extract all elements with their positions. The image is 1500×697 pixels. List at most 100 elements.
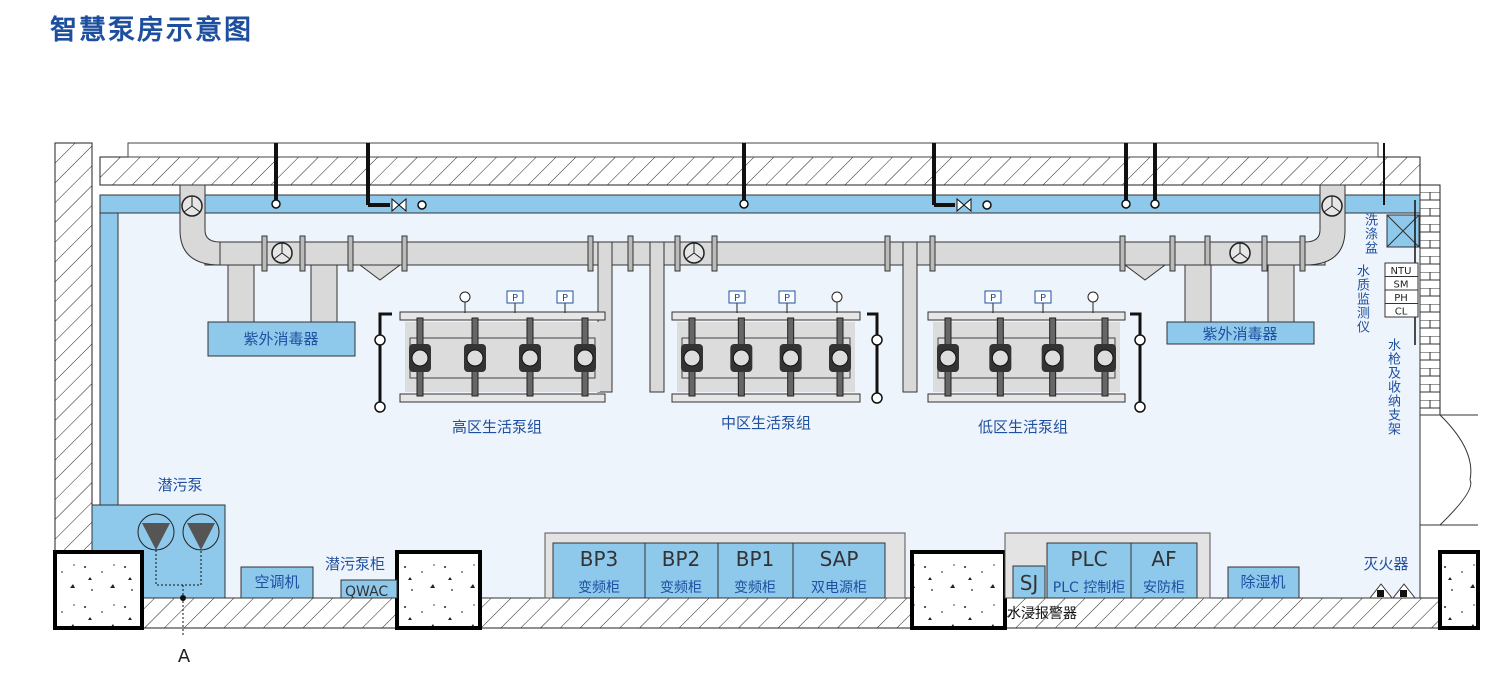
pressure-sensor-icon: P <box>506 290 524 313</box>
water-alarm-code: SJ <box>1020 571 1039 595</box>
butterfly-valve-icon[interactable] <box>1321 195 1343 217</box>
uv-disinfector-left[interactable]: 紫外消毒器 <box>207 321 356 357</box>
butterfly-valve-icon[interactable] <box>181 195 203 217</box>
sink[interactable] <box>1386 214 1420 248</box>
pump-icon[interactable] <box>989 317 1012 397</box>
pressure-sensor-icon: P <box>728 290 746 313</box>
pump-icon[interactable] <box>681 317 703 397</box>
sewage-cabinet-label: 潜污泵柜 <box>325 555 385 573</box>
cabinet-bp3[interactable]: BP3 变频柜 <box>552 542 646 599</box>
butterfly-valve-icon[interactable] <box>271 242 293 264</box>
ceiling-strip <box>127 142 1379 158</box>
flange <box>929 235 936 272</box>
svg-text:P: P <box>734 293 740 304</box>
pump-icon[interactable] <box>574 317 596 397</box>
dehumidifier-label: 除湿机 <box>1240 573 1285 591</box>
water-alarm[interactable]: SJ <box>1012 565 1046 599</box>
flange <box>1169 235 1176 272</box>
cabinet-code: AF <box>1151 547 1176 571</box>
cabinet-sap[interactable]: SAP 双电源柜 <box>792 542 886 599</box>
air-conditioner[interactable]: 空调机 <box>240 566 314 599</box>
pump-icon[interactable] <box>937 317 959 397</box>
pump-icon[interactable] <box>519 317 541 397</box>
page-title: 智慧泵房示意图 <box>50 15 253 46</box>
pressure-sensor-icon: P <box>556 290 574 313</box>
cabinet-bp2[interactable]: BP2 变频柜 <box>644 542 719 599</box>
water-quality-param: CL <box>1395 307 1408 318</box>
water-quality-monitor[interactable]: NTU SM PH CL <box>1384 262 1419 318</box>
hose-rack-label: 水枪及收纳支架 <box>1385 338 1400 436</box>
cabinet-name: PLC 控制柜 <box>1053 580 1125 596</box>
cabinet-code: PLC <box>1070 547 1107 571</box>
pump-group-high-label: 高区生活泵组 <box>452 418 542 436</box>
branch-pipes <box>227 241 1295 393</box>
extinguisher-label: 灭火器 <box>1363 555 1408 573</box>
water-quality-param: NTU <box>1391 266 1412 277</box>
cabinet-code: BP1 <box>736 547 775 571</box>
pump-icon[interactable] <box>409 317 431 397</box>
pressure-sensor-icon: P <box>1034 290 1052 313</box>
water-quality-param: SM <box>1394 280 1409 291</box>
svg-text:P: P <box>990 293 996 304</box>
flange <box>711 235 718 272</box>
pump-icon[interactable] <box>779 317 802 397</box>
svg-text:P: P <box>512 293 518 304</box>
column <box>910 550 1007 630</box>
uv-left-label: 紫外消毒器 <box>243 330 318 348</box>
cabinet-name: 变频柜 <box>578 580 620 596</box>
cabinet-code: BP2 <box>662 547 701 571</box>
flange <box>627 235 634 272</box>
air-conditioner-label: 空调机 <box>254 573 299 591</box>
pump-icon[interactable] <box>1041 317 1064 397</box>
flange <box>587 235 594 272</box>
pump-icon[interactable] <box>464 317 486 397</box>
flange <box>674 235 681 272</box>
flange <box>1119 235 1126 272</box>
flange <box>1299 235 1306 272</box>
pressure-gauge-icon <box>831 291 843 313</box>
section-mark: A <box>178 646 191 667</box>
sink-label: 洗涤盆 <box>1362 213 1377 255</box>
butterfly-valve-icon[interactable] <box>1229 242 1251 264</box>
floor-drain-icons <box>271 199 1160 210</box>
cabinet-af[interactable]: AF 安防柜 <box>1130 542 1198 599</box>
flange <box>884 235 891 272</box>
cabinet-name: 双电源柜 <box>811 580 867 596</box>
pressure-sensor-icon: P <box>984 290 1002 313</box>
cabinet-plc[interactable]: PLC PLC 控制柜 <box>1046 542 1132 599</box>
pump-icon[interactable] <box>1094 317 1116 397</box>
pressure-gauge-icon <box>1087 291 1099 313</box>
uv-disinfector-right[interactable]: 紫外消毒器 <box>1166 321 1315 345</box>
pump-icon[interactable] <box>730 317 753 397</box>
flange <box>261 235 268 272</box>
bypass-lines <box>374 312 1146 413</box>
cabinet-bp1[interactable]: BP1 变频柜 <box>717 542 794 599</box>
svg-text:P: P <box>784 293 790 304</box>
pipe-flanges <box>261 235 1306 272</box>
ceiling-pipes <box>274 143 1385 207</box>
flange <box>401 235 408 272</box>
fire-extinguisher-icon[interactable] <box>1368 583 1417 599</box>
cabinet-name: 变频柜 <box>660 580 702 596</box>
pump-icon[interactable] <box>829 317 851 397</box>
pump-group-low-label: 低区生活泵组 <box>978 418 1068 436</box>
cabinet-code: BP3 <box>580 547 619 571</box>
flange <box>1261 235 1268 272</box>
cabinet-code: SAP <box>820 547 859 571</box>
dehumidifier[interactable]: 除湿机 <box>1227 566 1300 599</box>
svg-text:P: P <box>1040 293 1046 304</box>
door[interactable] <box>1420 414 1478 526</box>
flange <box>347 235 354 272</box>
butterfly-valve-icon[interactable] <box>683 242 705 264</box>
column <box>1438 550 1480 630</box>
water-alarm-label: 水浸报警器 <box>1007 606 1077 622</box>
submersible-pump-icon[interactable] <box>137 513 220 635</box>
right-brick-wall <box>1419 184 1441 416</box>
svg-text:P: P <box>562 293 568 304</box>
cabinet-name: 安防柜 <box>1143 580 1185 596</box>
sewage-pump-cabinet[interactable]: QWAC <box>340 579 398 600</box>
